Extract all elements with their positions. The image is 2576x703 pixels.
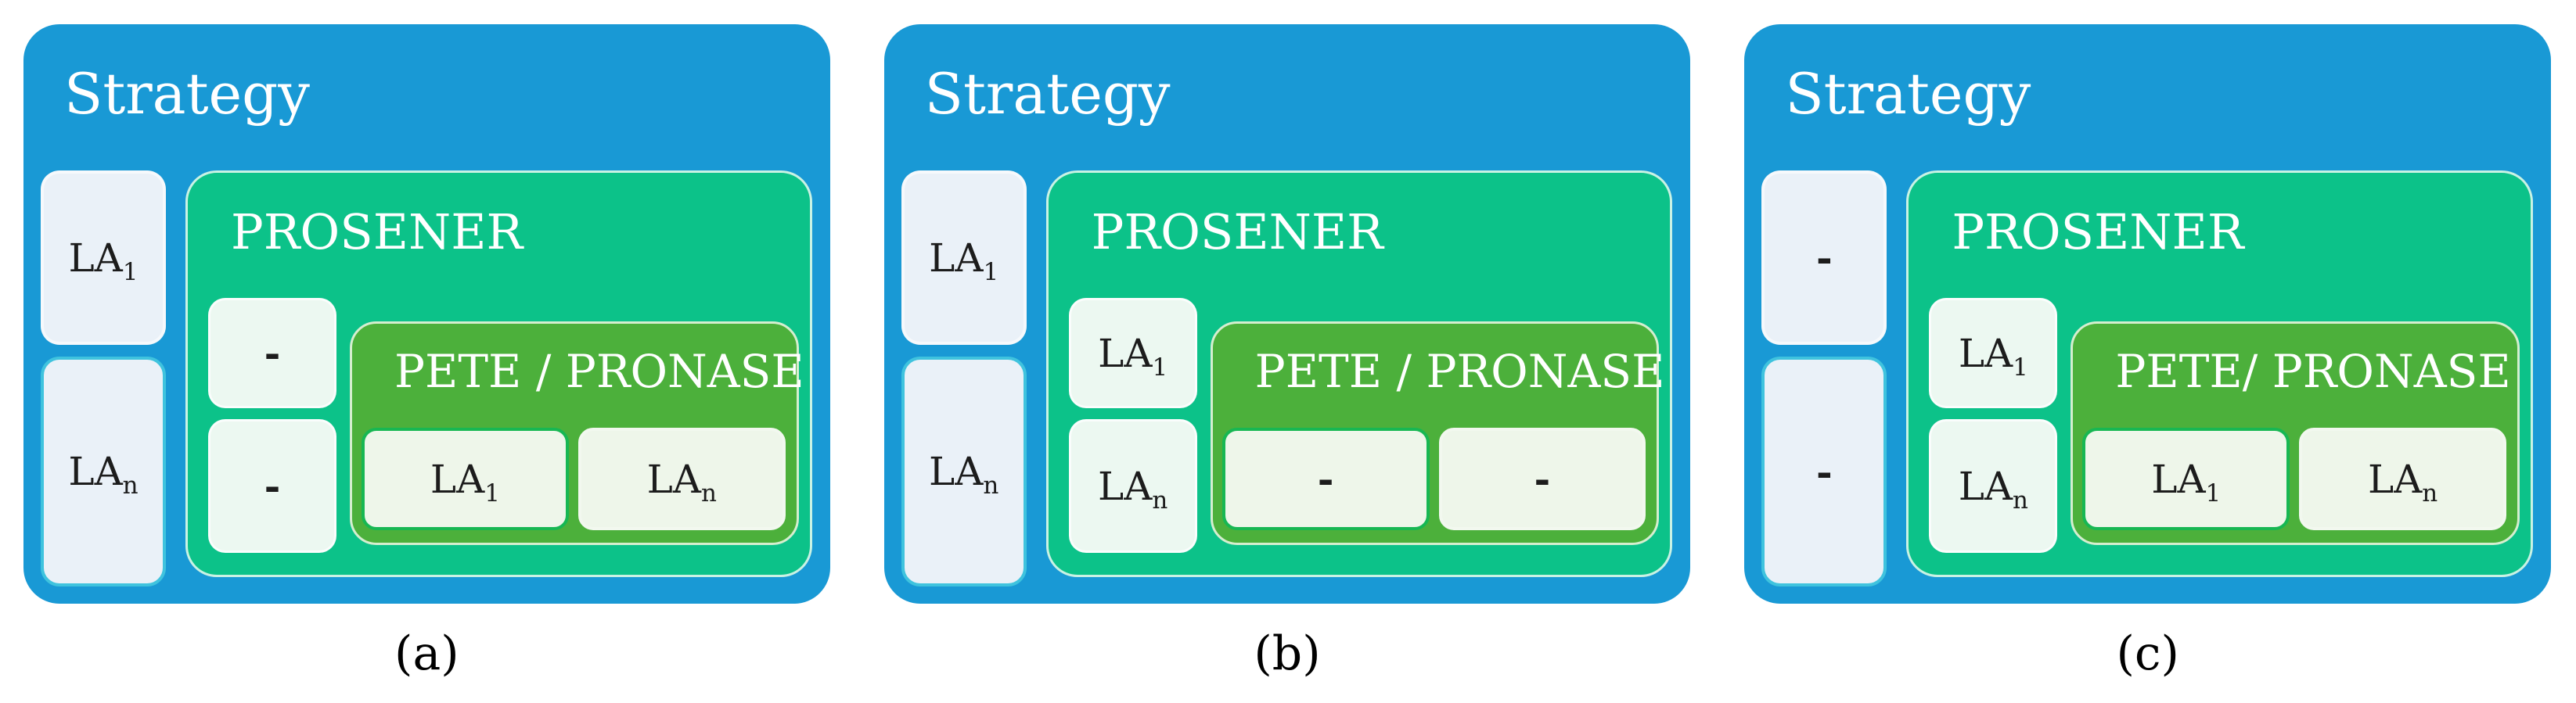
strategy-content: LA1 LAn PROSENER - - PETE / PRONASE LA1	[41, 170, 812, 586]
pete-pronase-content: LA1 LAn	[352, 428, 797, 543]
pete-box-n: -	[1438, 428, 1646, 530]
panel-a: Strategy LA1 LAn PROSENER - - PETE / PRO…	[23, 0, 830, 703]
prosener-content: LA1 LAn PETE/ PRONASE LA1 LAn	[1909, 298, 2531, 575]
panel-c: Strategy - - PROSENER LA1 LAn PETE/ PRON…	[1744, 0, 2552, 703]
strategy-card: Strategy LA1 LAn PROSENER - - PETE / PRO…	[23, 24, 830, 604]
prosener-box-n: LAn	[1068, 419, 1197, 553]
prosener-local-column: - -	[208, 298, 336, 553]
local-area-box-1: LA1	[41, 170, 166, 346]
prosener-card: PROSENER LA1 LAn PETE/ PRONASE LA1 LAn	[1906, 170, 2534, 577]
prosener-box-1: LA1	[1068, 298, 1197, 408]
prosener-box-1: LA1	[1929, 298, 2058, 408]
strategy-title: Strategy	[64, 61, 310, 127]
strategy-title: Strategy	[924, 61, 1171, 127]
strategy-content: - - PROSENER LA1 LAn PETE/ PRONASE LA1	[1761, 170, 2534, 586]
prosener-local-column: LA1 LAn	[1068, 298, 1197, 553]
pete-pronase-title: PETE/ PRONASE	[2115, 345, 2511, 398]
local-area-column: LA1 LAn	[901, 170, 1027, 586]
pete-pronase-card: PETE / PRONASE - -	[1210, 321, 1665, 545]
prosener-box-n: LAn	[1929, 419, 2058, 553]
prosener-content: LA1 LAn PETE / PRONASE - -	[1049, 298, 1671, 575]
prosener-title: PROSENER	[231, 203, 523, 260]
pete-pronase-title: PETE / PRONASE	[1254, 345, 1665, 398]
local-area-column: LA1 LAn	[41, 170, 166, 586]
prosener-box-n: -	[208, 419, 336, 553]
panel-caption: (c)	[2116, 626, 2179, 681]
strategy-card: Strategy LA1 LAn PROSENER LA1 LAn PETE /…	[883, 24, 1691, 604]
prosener-box-1: -	[208, 298, 336, 408]
local-area-box-n: LAn	[901, 357, 1027, 586]
panel-caption: (a)	[394, 626, 459, 681]
prosener-title: PROSENER	[1952, 203, 2244, 260]
pete-box-n: LAn	[577, 428, 786, 530]
pete-pronase-card: PETE / PRONASE LA1 LAn	[350, 321, 804, 545]
pete-pronase-content: - -	[1213, 428, 1657, 543]
pete-pronase-content: LA1 LAn	[2073, 428, 2517, 543]
pete-box-n: LAn	[2299, 428, 2507, 530]
panel-b: Strategy LA1 LAn PROSENER LA1 LAn PETE /…	[883, 0, 1691, 703]
prosener-card: PROSENER - - PETE / PRONASE LA1 LAn	[185, 170, 812, 577]
local-area-box-n: LAn	[41, 357, 166, 586]
strategy-card: Strategy - - PROSENER LA1 LAn PETE/ PRON…	[1744, 24, 2552, 604]
local-area-column: - -	[1761, 170, 1887, 586]
prosener-card: PROSENER LA1 LAn PETE / PRONASE - -	[1045, 170, 1673, 577]
strategy-title: Strategy	[1785, 61, 2031, 127]
panel-caption: (b)	[1254, 626, 1321, 681]
prosener-title: PROSENER	[1091, 203, 1383, 260]
prosener-content: - - PETE / PRONASE LA1 LAn	[188, 298, 810, 575]
pete-pronase-title: PETE / PRONASE	[394, 345, 804, 398]
local-area-box-1: LA1	[901, 170, 1027, 346]
pete-box-1: -	[1221, 428, 1430, 530]
pete-pronase-card: PETE/ PRONASE LA1 LAn	[2071, 321, 2520, 545]
pete-box-1: LA1	[2082, 428, 2290, 530]
strategy-content: LA1 LAn PROSENER LA1 LAn PETE / PRONASE	[901, 170, 1673, 586]
pete-box-1: LA1	[362, 428, 569, 530]
prosener-local-column: LA1 LAn	[1929, 298, 2058, 553]
local-area-box-n: -	[1761, 357, 1887, 586]
local-area-box-1: -	[1761, 170, 1887, 346]
